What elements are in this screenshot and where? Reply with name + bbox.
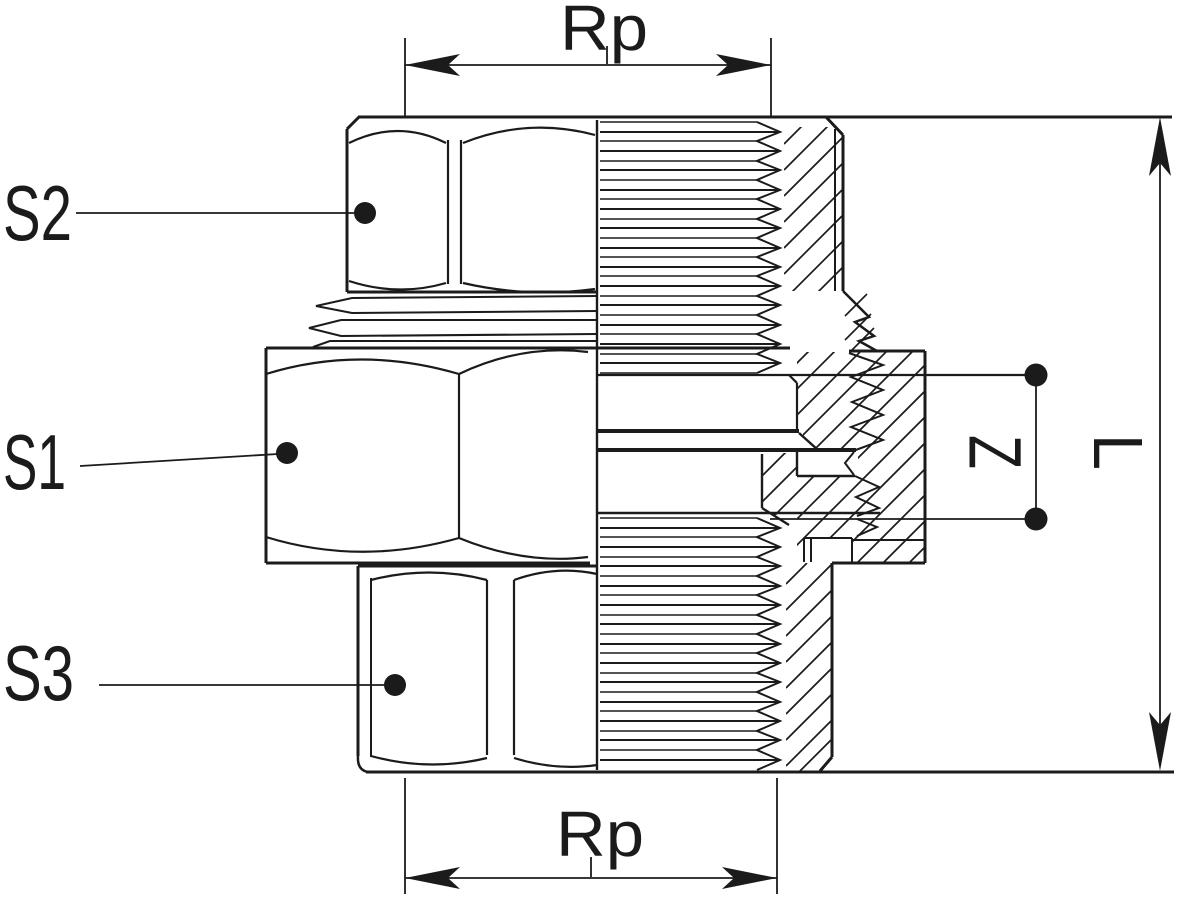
s3-callout: S3 bbox=[3, 629, 406, 717]
female-thread-top bbox=[600, 121, 783, 374]
arrowhead-right-icon bbox=[722, 867, 777, 889]
upper-bore-band bbox=[598, 376, 796, 430]
hex-chamfer-arcs bbox=[370, 569, 598, 768]
extension-lines bbox=[404, 778, 778, 894]
z-lower-dot-icon bbox=[1024, 507, 1048, 531]
hex-chamfer-arcs bbox=[265, 349, 589, 560]
nut-right-edge bbox=[824, 115, 845, 291]
arrowhead-down-icon bbox=[1149, 712, 1171, 771]
l-label: L bbox=[1079, 434, 1157, 470]
hex-chamfer-arcs bbox=[348, 126, 596, 294]
thread-crest-zigzag bbox=[754, 517, 783, 771]
thread-crest-zigzag bbox=[754, 121, 783, 374]
lower-recess-lines bbox=[803, 537, 925, 562]
z-upper-dot-icon bbox=[1024, 363, 1048, 387]
reference-dot-icon bbox=[354, 202, 376, 224]
s2-label: S2 bbox=[3, 169, 72, 257]
l-dimension: L bbox=[1079, 117, 1171, 771]
section-hatch-upper-right bbox=[784, 127, 842, 291]
arrowhead-right-icon bbox=[716, 54, 771, 76]
lower-recess bbox=[805, 539, 851, 562]
s2-callout: S2 bbox=[3, 169, 376, 257]
mid-bore-strip bbox=[598, 433, 803, 449]
middle-hex-body bbox=[264, 346, 790, 565]
reference-dot-icon bbox=[384, 674, 406, 696]
extension-lines bbox=[404, 38, 772, 116]
z-dimension: Z bbox=[597, 363, 1048, 531]
arrowhead-up-icon bbox=[1149, 117, 1171, 176]
s1-label: S1 bbox=[3, 418, 66, 506]
male-adapter-outline bbox=[803, 290, 927, 772]
serrated-seat-ring bbox=[308, 295, 598, 348]
reference-dot-icon bbox=[276, 442, 298, 464]
female-thread-bottom bbox=[600, 517, 783, 771]
rp-top-dimension: Rp bbox=[404, 0, 772, 116]
rp-bottom-label: Rp bbox=[556, 798, 644, 870]
z-label: Z bbox=[954, 435, 1037, 469]
male-thread-exit-sawtooth bbox=[842, 290, 878, 353]
lower-bore-band bbox=[598, 454, 761, 512]
arrowhead-left-icon bbox=[405, 54, 460, 76]
s1-callout: S1 bbox=[3, 418, 298, 506]
male-thread-zigzag bbox=[843, 352, 886, 537]
spigot-slot bbox=[798, 453, 854, 475]
top-nut bbox=[345, 115, 1172, 294]
rp-bottom-dimension: Rp bbox=[404, 778, 778, 894]
bore-openings bbox=[598, 376, 854, 562]
section-hatch-lower-right bbox=[786, 563, 832, 771]
bore-boundaries bbox=[597, 374, 880, 527]
rp-top-label: Rp bbox=[560, 0, 648, 64]
s3-label: S3 bbox=[3, 629, 74, 717]
leader-line bbox=[79, 453, 279, 467]
arrowhead-left-icon bbox=[405, 867, 460, 889]
bottom-nut bbox=[356, 564, 1174, 774]
